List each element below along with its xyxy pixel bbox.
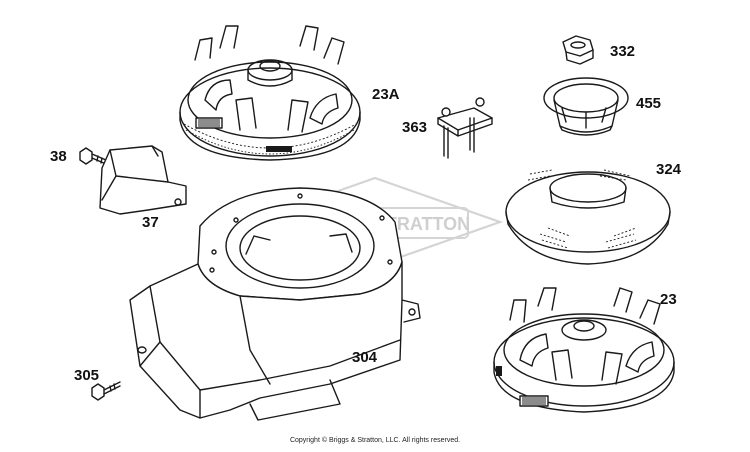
nut-332 [562, 35, 594, 65]
deflector-37 [99, 145, 187, 215]
callout-324: 324 [656, 161, 682, 178]
ratchet-cup-455 [543, 77, 629, 136]
callout-23a: 23A [372, 86, 400, 103]
callout-363: 363 [402, 119, 428, 136]
callout-38: 38 [50, 148, 67, 165]
bracket-363 [437, 97, 493, 159]
screw-38 [79, 147, 107, 165]
screen-324 [505, 169, 671, 265]
callout-304: 304 [352, 349, 378, 366]
callout-23: 23 [660, 291, 677, 308]
flywheel-23a [179, 25, 361, 161]
callout-305: 305 [74, 367, 100, 384]
blower-housing-304 [129, 187, 421, 421]
flywheel-23 [493, 287, 675, 413]
screw-305 [91, 381, 121, 401]
callout-455: 455 [636, 95, 662, 112]
callout-332: 332 [610, 43, 636, 60]
callout-37: 37 [142, 214, 159, 231]
copyright-notice: Copyright © Briggs & Stratton, LLC. All … [289, 437, 461, 444]
